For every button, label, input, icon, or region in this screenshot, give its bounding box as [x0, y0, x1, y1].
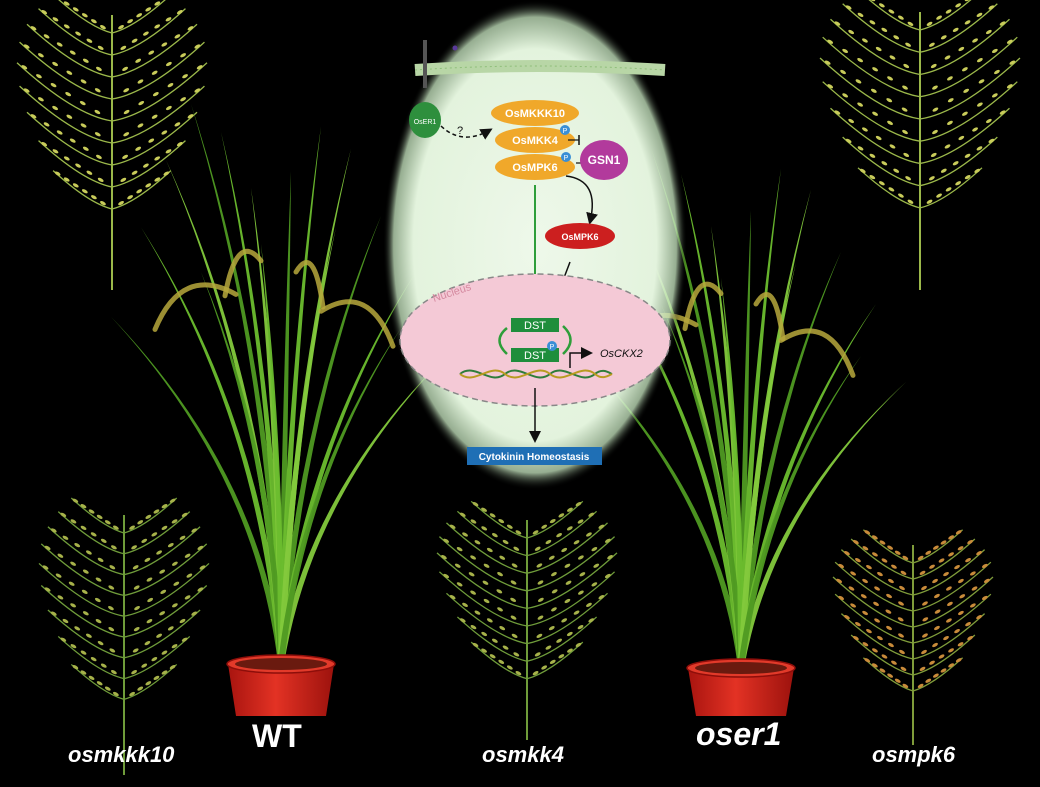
- pot-oser1: [686, 658, 796, 716]
- dst-box-bottom: [511, 348, 559, 362]
- kinase-osmpk6-label: OsMPK6: [512, 162, 557, 174]
- panicle-osmpk6: [832, 529, 994, 745]
- gsn1-label: GSN1: [588, 153, 621, 167]
- output-box: [467, 447, 602, 465]
- panicle-oser1-top-right: [819, 0, 1021, 290]
- output-label: Cytokinin Homeostasis: [479, 452, 590, 463]
- label-osmkkk10: osmkkk10: [68, 742, 175, 767]
- svg-text:P: P: [564, 155, 569, 162]
- panicle-osmkk4: [436, 500, 618, 740]
- question-mark: ?: [457, 125, 463, 137]
- gsn1-protein: [580, 140, 628, 180]
- label-wt: WT: [252, 718, 302, 754]
- svg-text:P: P: [550, 344, 555, 351]
- panicle-osmkkk10: [38, 497, 210, 775]
- kinase-osmkkk10: [491, 100, 579, 126]
- kinase-osmkkk10-label: OsMKKK10: [505, 108, 565, 120]
- osmpk6-red-label: OsMPK6: [561, 232, 598, 242]
- label-osmkk4: osmkk4: [482, 742, 564, 767]
- gene-label: OsCKX2: [600, 348, 643, 360]
- cell-membrane: [414, 60, 666, 76]
- kinase-osmkk4: [495, 127, 575, 153]
- dst-label-top: DST: [524, 320, 546, 332]
- label-osmpk6: osmpk6: [872, 742, 956, 767]
- plant-wt: [111, 104, 446, 665]
- svg-text:P: P: [563, 128, 568, 135]
- signaling-diagram: OsER1 ? OsMKKK10 OsMKK4 P OsMPK6 P GSN1 …: [383, 0, 687, 490]
- kinase-osmpk6: [495, 154, 575, 180]
- osmpk6-dephosphorylated: [545, 223, 615, 249]
- label-oser1: oser1: [696, 716, 782, 752]
- dst-label-bottom: DST: [524, 350, 546, 362]
- dst-box-top: [511, 318, 559, 332]
- phospho-icon: [547, 341, 557, 351]
- oser1-receptor-icon: [409, 102, 441, 138]
- pot-wt: [226, 654, 336, 716]
- panicle-wt-top-left: [16, 0, 208, 290]
- receptor-stalk: [423, 40, 427, 88]
- phospho-icon: [560, 125, 570, 135]
- phospho-icon: [561, 152, 571, 162]
- receptor-label: OsER1: [414, 119, 437, 126]
- kinase-osmkk4-label: OsMKK4: [512, 135, 559, 147]
